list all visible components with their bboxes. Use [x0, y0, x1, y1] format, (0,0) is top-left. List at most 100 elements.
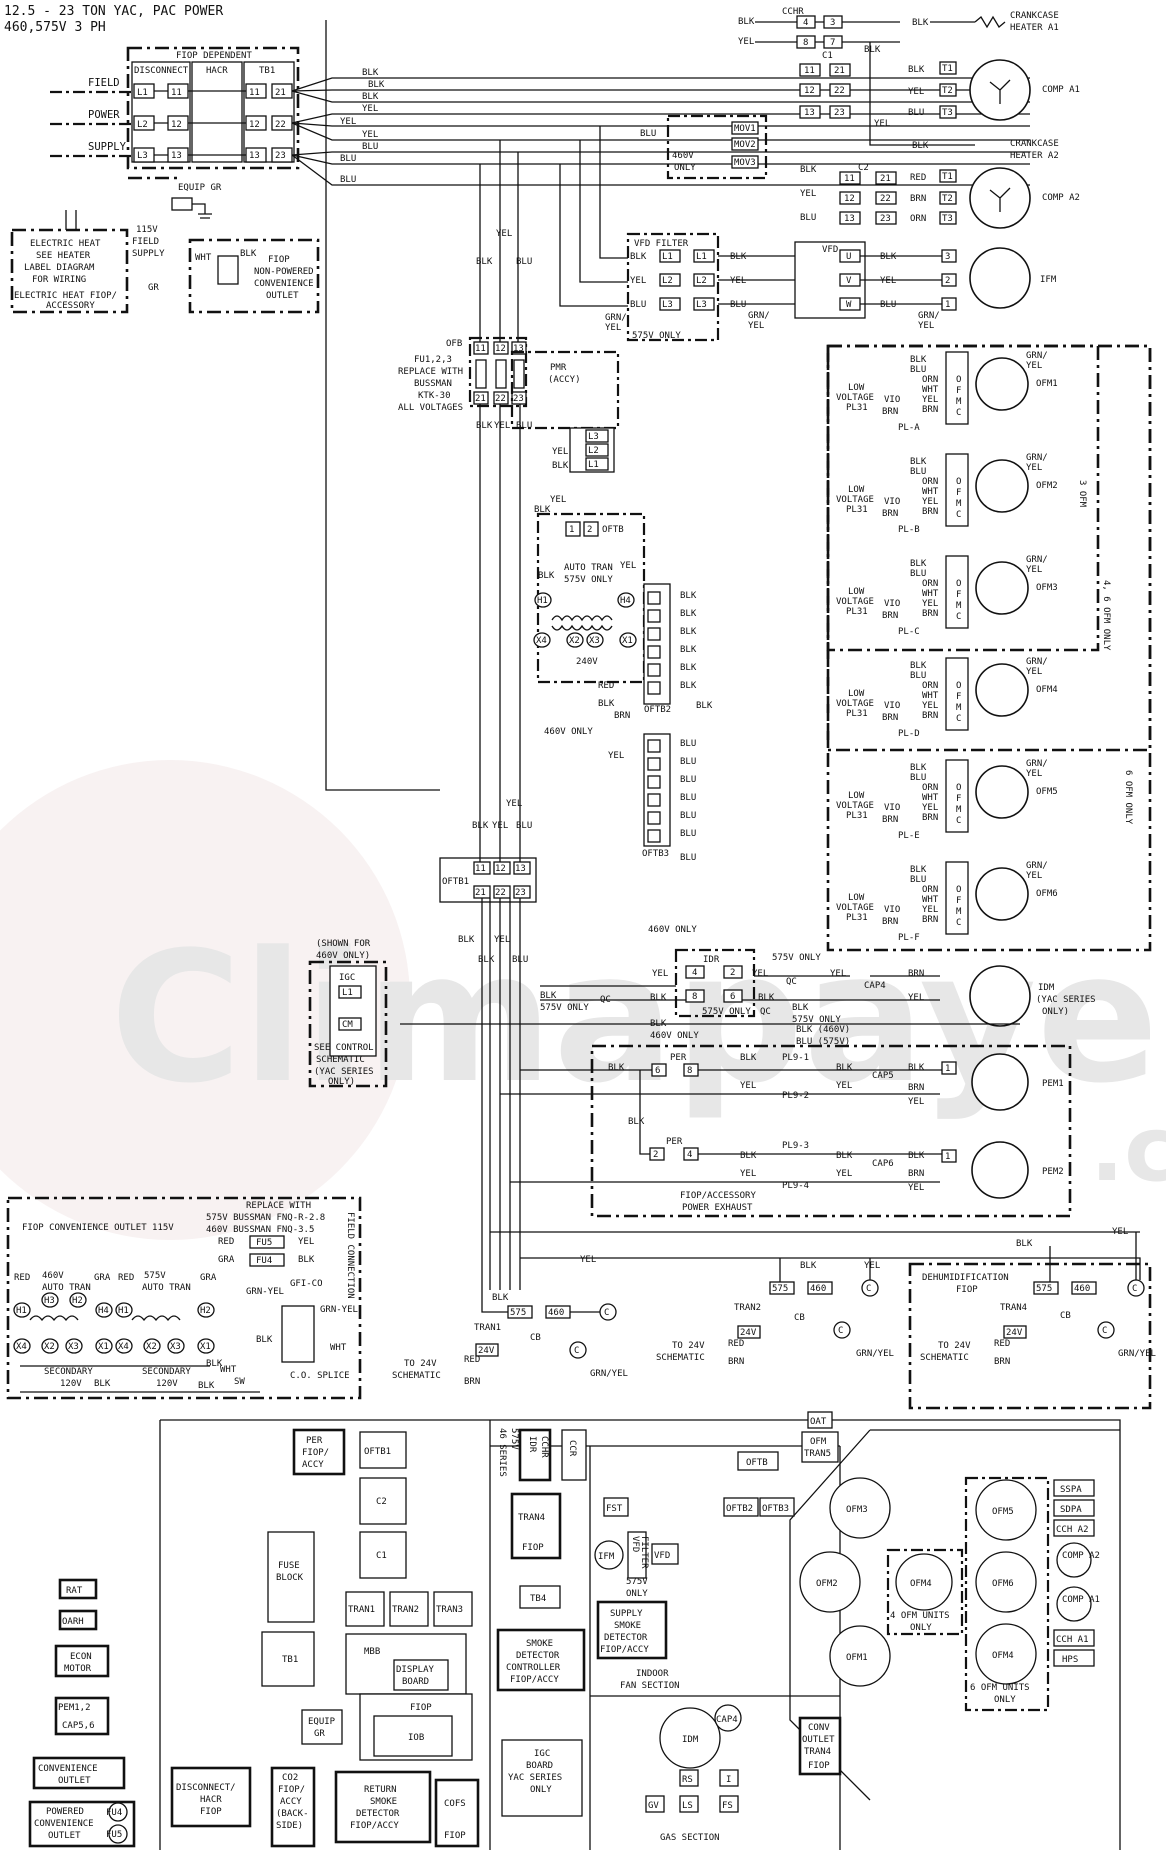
svg-text:BLK: BLK	[458, 935, 475, 945]
svg-text:BLU: BLU	[680, 775, 696, 785]
svg-text:6 OFM ONLY: 6 OFM ONLY	[1123, 770, 1133, 825]
svg-text:C1: C1	[376, 1551, 387, 1561]
svg-text:OFTB2: OFTB2	[726, 1504, 753, 1514]
svg-text:OFM6: OFM6	[992, 1579, 1014, 1589]
svg-text:PER: PER	[666, 1137, 683, 1147]
svg-text:OFTB: OFTB	[602, 525, 624, 535]
svg-text:575V: 575V	[626, 1577, 648, 1587]
svg-text:X1: X1	[200, 1342, 211, 1352]
ofm-ground-label: GRN/	[1026, 351, 1048, 361]
svg-text:YEL: YEL	[738, 37, 754, 47]
svg-text:13: 13	[171, 151, 182, 161]
svg-text:IDM: IDM	[682, 1735, 699, 1745]
svg-text:L2: L2	[588, 446, 599, 456]
svg-text:8: 8	[803, 38, 808, 48]
svg-text:H2: H2	[72, 1296, 83, 1306]
svg-text:OAT: OAT	[810, 1417, 827, 1427]
svg-text:YEL: YEL	[800, 189, 816, 199]
ofm-wire-label: BLU	[910, 671, 926, 681]
svg-text:C: C	[866, 1284, 871, 1294]
svg-text:BLK (460V): BLK (460V)	[796, 1025, 850, 1035]
ofm-section: 3 OFM 4, 6 OFM ONLY 6 OFM ONLY	[826, 344, 1152, 952]
svg-text:GRN-YEL: GRN-YEL	[246, 1287, 284, 1297]
svg-text:SMOKE: SMOKE	[614, 1621, 641, 1631]
svg-text:1: 1	[569, 525, 574, 535]
svg-text:VFD: VFD	[630, 1536, 640, 1552]
svg-text:YEL: YEL	[494, 935, 510, 945]
svg-text:YEL: YEL	[620, 561, 636, 571]
svg-text:BLU (575V): BLU (575V)	[796, 1037, 850, 1047]
svg-text:EQUIP: EQUIP	[308, 1717, 336, 1727]
ofm-wire-label: ORN	[922, 579, 938, 589]
svg-text:575: 575	[1036, 1284, 1052, 1294]
svg-text:DETECTOR: DETECTOR	[604, 1633, 648, 1643]
svg-text:H1: H1	[16, 1306, 27, 1316]
svg-text:C: C	[1102, 1326, 1107, 1336]
svg-text:X3: X3	[170, 1342, 181, 1352]
fiop-dependent-label: FIOP DEPENDENT	[176, 51, 252, 61]
idm-symbol	[969, 965, 1031, 1027]
field-label: FIELD	[88, 77, 120, 89]
svg-text:TRAN2: TRAN2	[392, 1605, 419, 1615]
svg-text:ACCY: ACCY	[302, 1460, 324, 1470]
svg-text:YEL: YEL	[550, 495, 566, 505]
svg-text:CRANKCASE: CRANKCASE	[1010, 11, 1059, 21]
svg-text:DEHUMIDIFICATION: DEHUMIDIFICATION	[922, 1273, 1009, 1283]
svg-text:(YAC SERIES: (YAC SERIES	[314, 1067, 374, 1077]
ofm-pl31-label: PL31	[846, 607, 868, 617]
ofm-motor-symbol	[975, 765, 1029, 819]
svg-text:4: 4	[687, 1150, 692, 1160]
svg-text:13: 13	[844, 214, 855, 224]
svg-text:4: 4	[692, 968, 697, 978]
ofmc-letter: O	[956, 885, 961, 895]
svg-text:YEL: YEL	[494, 421, 510, 431]
svg-text:PL9-3: PL9-3	[782, 1141, 809, 1151]
svg-text:13: 13	[515, 864, 526, 874]
svg-text:12: 12	[171, 120, 182, 130]
svg-text:GR: GR	[314, 1729, 325, 1739]
svg-text:22: 22	[880, 194, 891, 204]
svg-text:REPLACE WITH: REPLACE WITH	[246, 1201, 311, 1211]
svg-text:H1: H1	[537, 596, 548, 606]
svg-text:460: 460	[548, 1308, 564, 1318]
svg-text:SEE HEATER: SEE HEATER	[36, 251, 91, 261]
svg-text:DISPLAY: DISPLAY	[396, 1665, 435, 1675]
svg-text:BLU: BLU	[630, 300, 646, 310]
svg-text:ONLY): ONLY)	[328, 1077, 355, 1087]
svg-text:TO 24V: TO 24V	[404, 1359, 437, 1369]
ofm-voltage-label: VOLTAGE	[836, 699, 874, 709]
svg-text:21: 21	[475, 394, 486, 404]
svg-text:BLK: BLK	[680, 609, 697, 619]
svg-text:T1: T1	[942, 172, 953, 182]
svg-text:(YAC SERIES: (YAC SERIES	[1036, 995, 1096, 1005]
ofm-pl31-label: PL31	[846, 403, 868, 413]
svg-text:RED: RED	[218, 1237, 234, 1247]
ofm-plug-label: PL-E	[898, 831, 920, 841]
ofmc-letter: F	[956, 590, 961, 600]
svg-text:BLK: BLK	[476, 421, 493, 431]
svg-text:BUSSMAN: BUSSMAN	[414, 379, 452, 389]
svg-text:575: 575	[510, 1308, 526, 1318]
svg-text:T2: T2	[942, 86, 953, 96]
ofm-low-label: LOW	[848, 485, 865, 495]
svg-text:TO 24V: TO 24V	[672, 1341, 705, 1351]
ofm-wire-label: BRN	[922, 813, 938, 823]
svg-text:X2: X2	[44, 1342, 55, 1352]
svg-text:CCHR: CCHR	[782, 7, 804, 17]
ofm-vio-label: VIO	[884, 395, 900, 405]
svg-text:I: I	[726, 1775, 731, 1785]
svg-text:GFI-CO: GFI-CO	[290, 1279, 323, 1289]
svg-text:C: C	[838, 1326, 843, 1336]
ofmc-letter: C	[956, 714, 961, 724]
svg-text:L3: L3	[696, 300, 707, 310]
svg-text:L1: L1	[342, 988, 353, 998]
svg-text:BLK: BLK	[540, 991, 557, 1001]
svg-text:FIOP/ACCY: FIOP/ACCY	[600, 1645, 649, 1655]
svg-text:CCH A1: CCH A1	[1056, 1635, 1089, 1645]
ofm-wire-label: YEL	[922, 599, 938, 609]
svg-text:BLK: BLK	[730, 252, 747, 262]
svg-text:11: 11	[475, 344, 486, 354]
svg-text:YEL: YEL	[918, 321, 934, 331]
ofm-wire-label: BLU	[910, 569, 926, 579]
svg-text:RED: RED	[598, 681, 614, 691]
